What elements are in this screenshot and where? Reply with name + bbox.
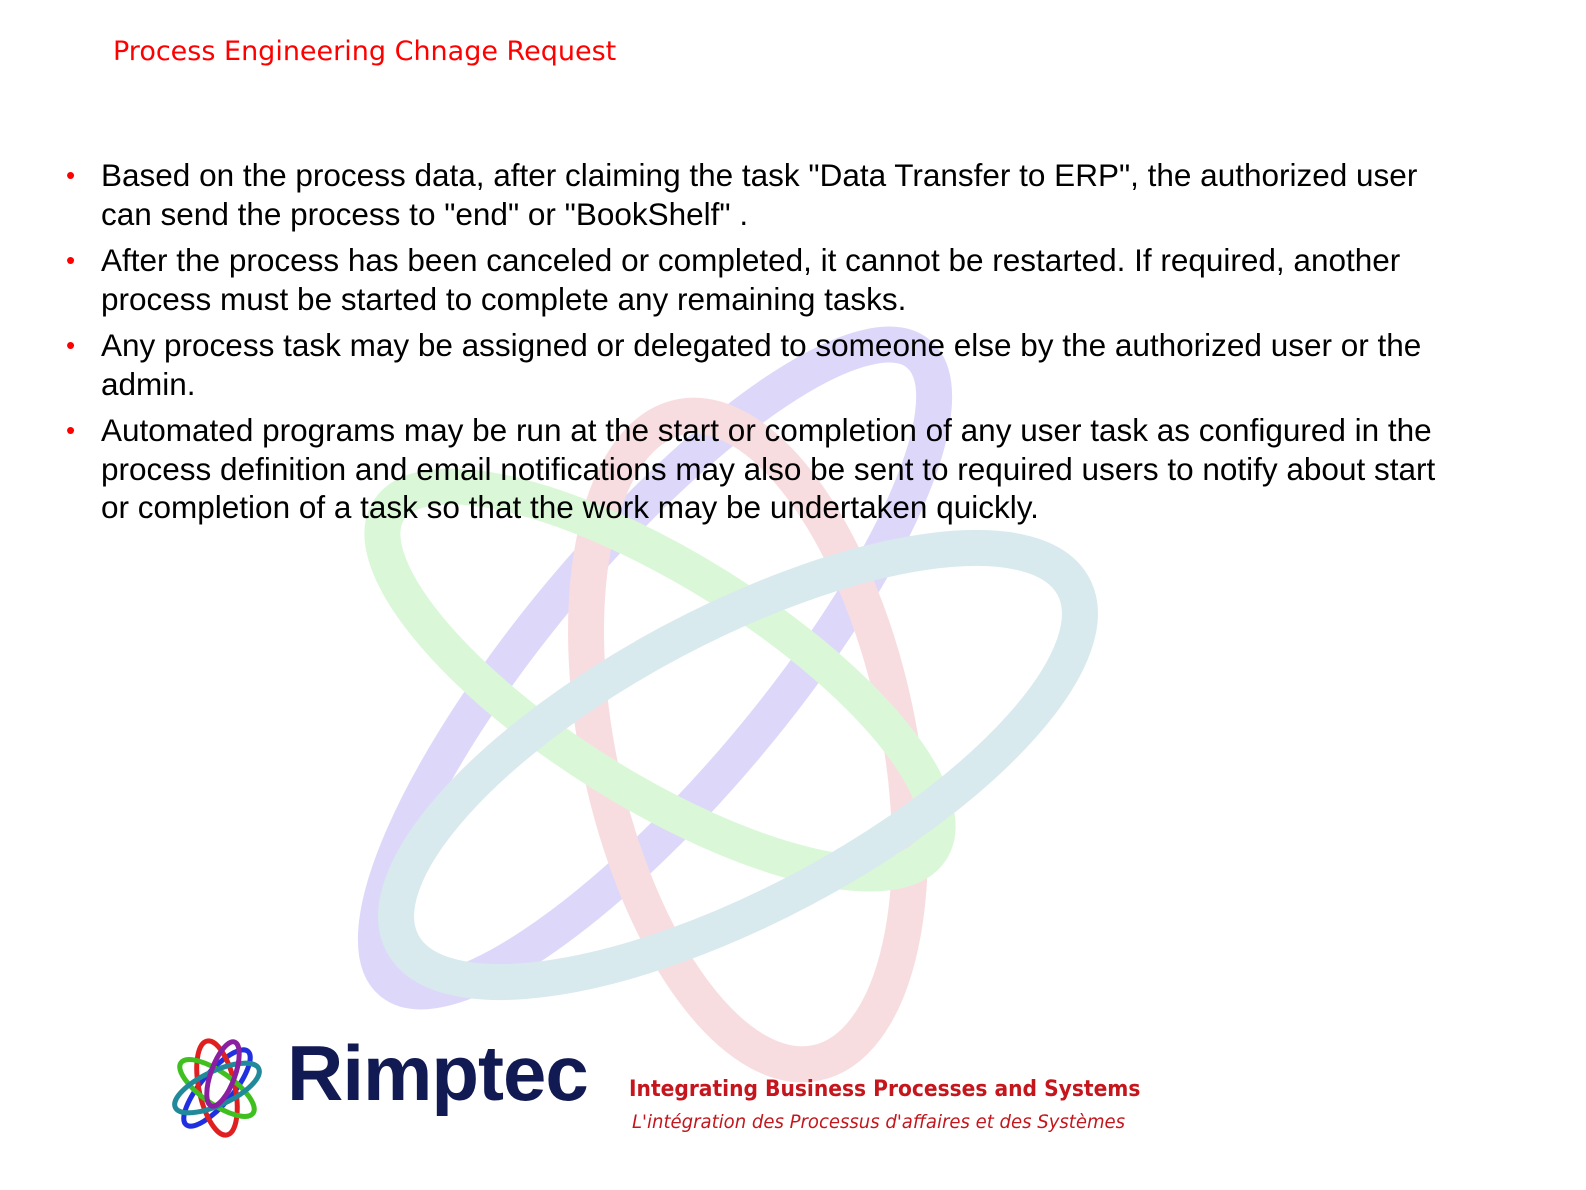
bullet-item: • Based on the process data, after claimi… [66,156,1446,233]
bullet-text: Based on the process data, after claimin… [101,157,1418,232]
bullet-text: Any process task may be assigned or dele… [101,327,1422,402]
tagline-english: Integrating Business Processes and Syste… [629,1077,1141,1102]
bullet-text: Automated programs may be run at the sta… [101,412,1436,525]
watermark-ring-green [364,468,956,892]
bullet-marker: • [66,330,76,360]
watermark-ring-purple [357,326,953,1010]
bullet-marker: • [66,245,76,275]
slide-title: Process Engineering Chnage Request [113,36,617,67]
bullet-marker: • [66,415,76,445]
bullet-list: • Based on the process data, after claimi… [66,156,1446,535]
watermark-ring-teal [378,529,1098,1001]
bullet-item: • Automated programs may be run at the st… [66,411,1446,527]
bullet-item: • After the process has been canceled or … [66,241,1446,318]
bullet-text: After the process has been canceled or c… [101,242,1401,317]
bullet-marker: • [66,160,76,190]
bullet-item: • Any process task may be assigned or del… [66,326,1446,403]
rimptec-logo-icon [172,1038,262,1138]
tagline-french: L'intégration des Processus d'affaires e… [632,1111,1126,1133]
brand-name: Rimptec [287,1029,589,1117]
